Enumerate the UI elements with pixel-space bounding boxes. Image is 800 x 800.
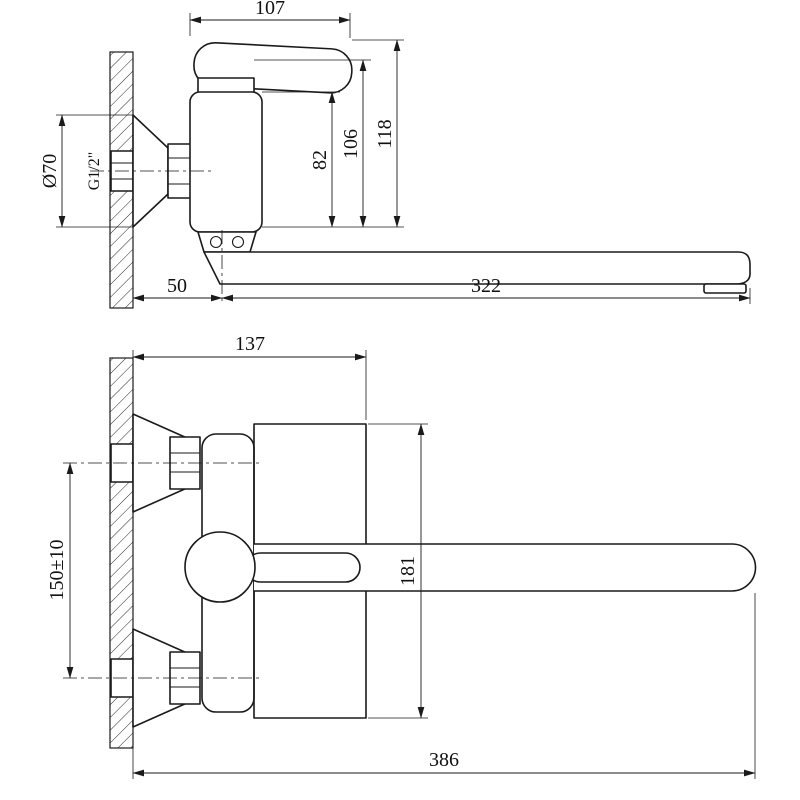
dim-label-depth: 137 xyxy=(235,333,265,355)
dim-label-inlet-centers: 150±10 xyxy=(46,540,68,601)
dim-label-total-height: 118 xyxy=(374,119,396,148)
dim-label-handle-length: 107 xyxy=(255,0,285,19)
spout-ring-1 xyxy=(209,235,223,249)
dimensions-side: 107 82 106 118 Ø70 G1/2" 50 322 xyxy=(39,0,751,304)
spout-front xyxy=(254,543,757,592)
front-view: 137 150±10 181 386 xyxy=(46,333,757,779)
spout-nut-side xyxy=(197,231,257,253)
dim-label-thread: G1/2" xyxy=(86,152,103,191)
dim-label-spout-length: 322 xyxy=(471,275,501,297)
aerator-side xyxy=(703,283,747,294)
faucet-side xyxy=(90,41,751,304)
handle-lever-front xyxy=(245,552,361,583)
spout-ring-2 xyxy=(231,235,245,249)
faucet-front xyxy=(63,413,757,728)
dim-label-wall-offset: 50 xyxy=(167,275,187,297)
side-view: 107 82 106 118 Ø70 G1/2" 50 322 xyxy=(39,0,751,309)
dim-label-spout-height: 82 xyxy=(309,150,331,170)
handle-knob-front xyxy=(184,531,256,603)
dim-label-body-height: 106 xyxy=(340,129,362,159)
dimensions-front: 137 150±10 181 386 xyxy=(46,333,756,779)
dim-label-front-body-height: 181 xyxy=(397,556,419,586)
dim-label-flange-diameter: Ø70 xyxy=(39,154,61,188)
mixer-body-side xyxy=(189,91,263,233)
dim-label-overall-length: 386 xyxy=(429,749,459,771)
